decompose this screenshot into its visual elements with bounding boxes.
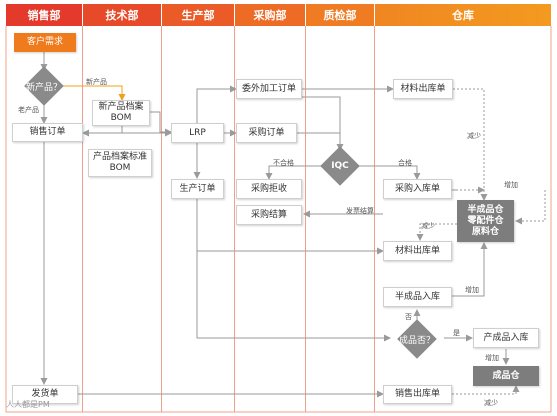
edge-po-to-iqc [297,132,341,150]
edge-reduce-material-1 [453,88,488,201]
lane-header-purchasing: 采购部 [235,4,305,26]
lane-header-qc: 质检部 [306,4,374,26]
label-reduce-3: 减少 [484,399,498,407]
purchase-in-box[interactable]: 采购入库单 [383,179,452,199]
warehouse-raw: 原料仓 [471,226,499,237]
edge-outsource-to-iqc [302,96,344,151]
purchase-reject-box[interactable]: 采购拒收 [236,179,302,199]
watermark: 人人都是PM [6,400,50,409]
edge-prod-to-check [196,199,391,342]
edge-lrp-to-outsource [196,85,237,123]
edge-iqc-qualified [358,165,421,180]
lane-header-production: 生产部 [162,4,234,26]
label-increase-1: 增加 [504,181,518,189]
warehouse-semi: 半成品仓 [467,204,504,215]
purchase-settle-box[interactable]: 采购结算 [236,205,302,225]
warehouse-parts: 零配件仓 [467,215,504,226]
material-out-1-box[interactable]: 材料出库单 [393,79,453,99]
edge-new-product [60,85,126,101]
sales-order-box[interactable]: 销售订单 [12,123,83,142]
finished-check-label: 成品否？ [398,335,435,346]
std-product-bom-line2: BOM [109,163,131,173]
label-increase-3: 增加 [485,354,499,362]
new-product-bom-line1: 新产品档案 [98,102,144,112]
std-product-bom-line1: 产品档案标准 [92,152,147,162]
iqc-decision-label: IQC [331,161,349,171]
std-product-bom-box[interactable]: 产品档案标准 BOM [88,149,152,177]
lrp-box[interactable]: LRP [171,123,224,143]
new-product-bom-box[interactable]: 新产品档案 BOM [92,100,150,126]
finished-warehouse-box[interactable]: 成品仓 [473,366,539,386]
warehouses-box[interactable]: 半成品仓 零配件仓 原料仓 [457,200,514,242]
label-increase-2: 增加 [465,286,479,294]
finished-in-box[interactable]: 产成品入库 [473,328,539,348]
new-product-bom-line2: BOM [110,113,132,123]
edge-iqc-unqualified [265,165,322,180]
label-no: 否 [405,313,412,321]
label-old-product: 老产品 [18,106,39,114]
lane-header-sales: 销售部 [6,4,82,26]
production-order-box[interactable]: 生产订单 [171,179,224,199]
label-yes: 是 [453,329,460,337]
semi-in-box[interactable]: 半成品入库 [383,287,452,307]
edge-reduce-material-2 [416,223,457,241]
label-reduce-2: 减少 [421,222,435,230]
label-invoice-settle: 发票结算 [346,207,374,215]
label-unqualified: 不合格 [273,159,294,167]
edge-semi-in-to-wh [452,242,488,297]
customer-demand-box[interactable]: 客户需求 [14,33,76,52]
label-new-product: 新产品 [86,78,107,86]
lane-header-warehouse: 仓库 [375,4,551,26]
edge-increase-side [515,190,546,225]
material-out-2-box[interactable]: 材料出库单 [383,241,452,261]
purchase-order-box[interactable]: 采购订单 [236,123,297,143]
label-reduce-1: 减少 [467,132,481,140]
new-product-decision-label: 新产品？ [25,82,62,93]
lane-header-tech: 技术部 [83,4,161,26]
outsource-order-box[interactable]: 委外加工订单 [236,79,302,99]
delivery-box[interactable]: 发货单 [12,385,78,404]
edge-bom-to-lrp [150,111,172,136]
edge-bom-to-sales-order [82,126,123,137]
edge-reduce-finished [452,385,520,395]
sales-out-box[interactable]: 销售出库单 [383,385,452,404]
label-qualified: 合格 [398,159,412,167]
